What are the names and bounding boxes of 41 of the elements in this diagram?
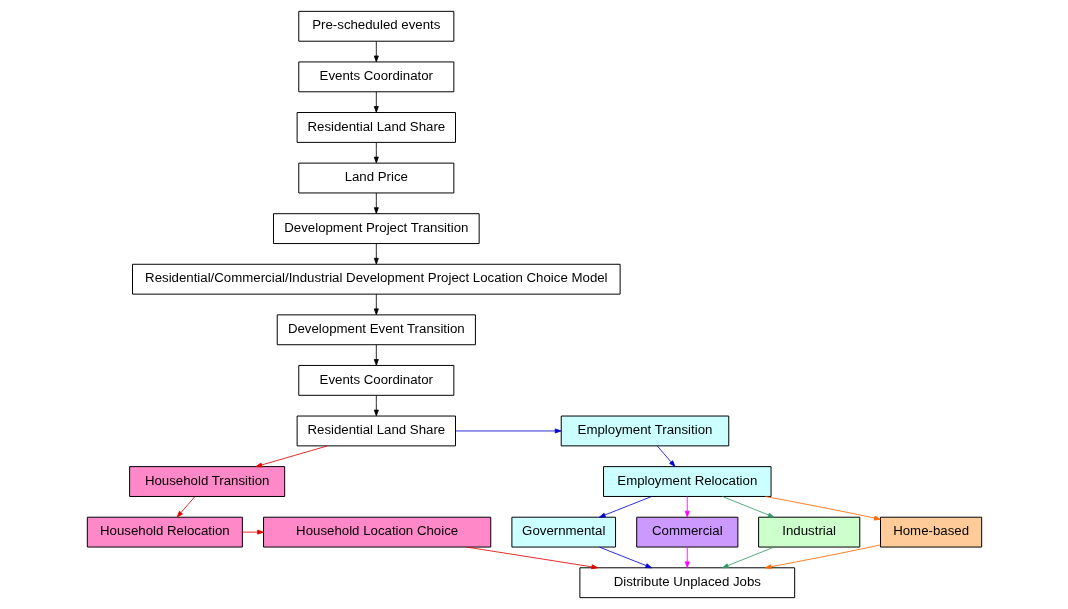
node-box: Household Location Choice [262, 516, 491, 548]
arrow [373, 142, 379, 164]
arrow [454, 428, 561, 434]
arrow [465, 546, 598, 570]
arrow [373, 293, 379, 316]
arrow [721, 496, 774, 518]
node-box: Residential Land Share [296, 415, 456, 447]
node-box: Pre-scheduled events [297, 10, 454, 42]
arrow [656, 445, 675, 467]
node-box: Household Transition [128, 466, 285, 497]
arrow [373, 192, 379, 214]
arrow [598, 546, 652, 569]
node-box: Commercial [635, 516, 738, 548]
arrow [373, 91, 379, 113]
node-box: Employment Transition [560, 415, 729, 447]
node-box: Events Coordinator [297, 61, 454, 93]
arrow [764, 496, 881, 521]
arrow [373, 40, 379, 63]
node-box: Employment Relocation [602, 466, 772, 497]
node-box: Development Project Transition [272, 213, 480, 245]
arrow [764, 544, 881, 570]
node-box: Residential Land Share [296, 112, 456, 143]
node-box: Residential/Commercial/Industrial Development Project Location Choice Model [131, 263, 621, 295]
arrow [684, 496, 690, 518]
arrow [684, 546, 690, 568]
node-box: Distribute Unplaced Jobs [578, 567, 795, 599]
node-box: Home-based [879, 516, 982, 548]
arrow [373, 344, 379, 366]
node-box: Household Relocation [86, 516, 243, 548]
arrow [598, 496, 652, 518]
arrow [721, 546, 774, 569]
node-box: Industrial [757, 516, 860, 548]
node-box: Land Price [297, 162, 454, 194]
node-box: Governmental [510, 516, 616, 548]
arrow [176, 496, 195, 518]
arrow [373, 394, 379, 417]
node-box: Development Event Transition [276, 314, 476, 346]
node-box: Events Coordinator [297, 364, 454, 396]
arrow [255, 445, 328, 468]
arrow [241, 529, 264, 535]
arrow [373, 243, 379, 265]
